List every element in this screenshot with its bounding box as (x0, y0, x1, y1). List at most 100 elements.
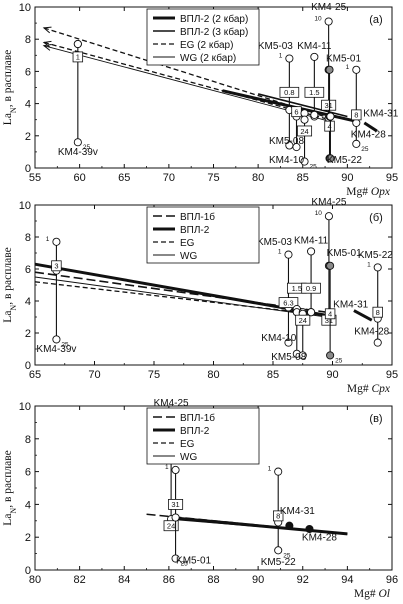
x-tick-label: 95 (386, 369, 398, 381)
sample-top-number: 1 (46, 236, 50, 243)
trend-line (34, 276, 327, 318)
sample-label: KM5-03 (257, 237, 292, 248)
y-tick-label: 0 (25, 163, 31, 175)
y-tick-label: 10 (19, 200, 31, 212)
sample-label: KM4-28 (302, 532, 337, 543)
trend-line (43, 45, 330, 122)
legend-label: ВПЛ-1б (180, 412, 215, 424)
sample-point-mid (73, 39, 82, 49)
y-tick-label: 10 (19, 2, 31, 14)
y-tick-label: 8 (25, 34, 31, 46)
y-tick-label: 6 (25, 264, 31, 276)
x-tick-label: 80 (252, 172, 264, 184)
sample-point-top (373, 263, 382, 272)
trend-line (363, 121, 378, 133)
sample-km4-31: KM4-31 (333, 299, 368, 310)
sample-box (72, 51, 84, 63)
sample-point-bottom (171, 554, 180, 563)
x-tick-label: 88 (207, 574, 219, 586)
sample-box-label: 31 (325, 316, 333, 325)
sample-label: KM4-31 (363, 108, 398, 119)
sample-label: KM4-10 (261, 333, 296, 344)
sample-box-label: 4 (327, 122, 331, 131)
y-tick-label: 2 (25, 532, 31, 544)
sample-box (321, 99, 337, 111)
legend-label: ВПЛ-2 (180, 225, 210, 236)
panel-label: (б) (369, 212, 383, 224)
y-label-base: La (2, 113, 14, 125)
sample-box (273, 510, 284, 522)
x-label-base: Mg# (347, 383, 372, 395)
sample-point-bottom (52, 335, 61, 344)
x-tick-label: 70 (163, 172, 175, 184)
sample-label: KM4-31 (333, 299, 368, 310)
y-tick-label: 4 (25, 296, 31, 308)
y-tick-label: 0 (25, 565, 31, 577)
x-tick-label: 85 (297, 172, 309, 184)
panel-label: (a) (369, 14, 382, 26)
sample-box-label: 24 (300, 127, 308, 136)
x-label-mineral: Ol (379, 588, 391, 600)
sample-box-label: 6.3 (283, 298, 293, 307)
sample-label: KM5-22 (261, 557, 296, 568)
sample-point-top (325, 65, 334, 74)
x-axis-label: Mg# Ol (354, 588, 390, 600)
sample-km4-31: KM4-31 (363, 108, 398, 119)
x-tick-label: 84 (118, 574, 130, 586)
y-tick-label: 0 (25, 360, 31, 372)
legend-label: WG (2 кбар) (180, 52, 236, 64)
sample-label: KM4-28 (354, 327, 389, 338)
legend: ВПЛ-2 (2 кбар)ВПЛ-2 (3 кбар)EG (2 кбар)W… (146, 8, 260, 66)
y-tick-label: 4 (25, 99, 31, 111)
sample-point-top (324, 17, 333, 26)
sample-point-mid (310, 110, 319, 119)
sample-bottom-number: 25 (181, 561, 189, 568)
trend-line (34, 271, 327, 313)
sample-bottom-number: 25 (283, 552, 291, 559)
legend-label: ВПЛ-2 (2 кбар) (180, 13, 248, 25)
trend-line (257, 93, 348, 118)
x-tick-label: 85 (267, 369, 279, 381)
x-tick-label: 55 (29, 172, 41, 184)
x-axis-label: Mg# Opx (346, 186, 391, 198)
x-tick-label: 95 (386, 172, 398, 184)
legend-box (146, 206, 260, 264)
sample-point-bottom (352, 139, 361, 148)
sample-top-number: 10 (315, 210, 323, 217)
sample-box-label: 8 (376, 308, 380, 317)
x-tick-label: 96 (386, 574, 398, 586)
sample-point-bottom (73, 138, 82, 147)
x-label-mineral: Opx (371, 186, 391, 198)
y-label-base: La (2, 311, 14, 323)
sample-box-label: 4 (328, 310, 332, 319)
sample-point-top (326, 261, 335, 270)
sample-bottom-number: 25 (310, 164, 318, 171)
x-tick-label: 90 (326, 369, 338, 381)
sample-box-label: 8 (276, 512, 280, 521)
sample-point-top (352, 65, 361, 74)
trend-line (43, 27, 330, 119)
x-tick-label: 90 (252, 574, 264, 586)
sample-top-number: 10 (314, 15, 322, 22)
sample-point-mid (300, 115, 309, 124)
x-tick-label: 65 (29, 369, 41, 381)
sample-box (168, 498, 184, 510)
sample-box-label: 1.5 (309, 88, 319, 97)
legend-label: ВПЛ-2 (3 кбар) (180, 26, 248, 38)
trend-line (353, 309, 373, 322)
sample-point-bottom (326, 154, 335, 163)
sample-box (301, 282, 321, 294)
sample-top-number: 1 (367, 261, 371, 268)
sample-label: KM5-22 (327, 155, 362, 166)
sample-label: KM4-31 (280, 506, 315, 517)
sample-bottom-number: 25 (61, 341, 69, 348)
sample-label: KM5-01 (326, 54, 361, 65)
legend-label: ВПЛ-1б (180, 211, 215, 223)
